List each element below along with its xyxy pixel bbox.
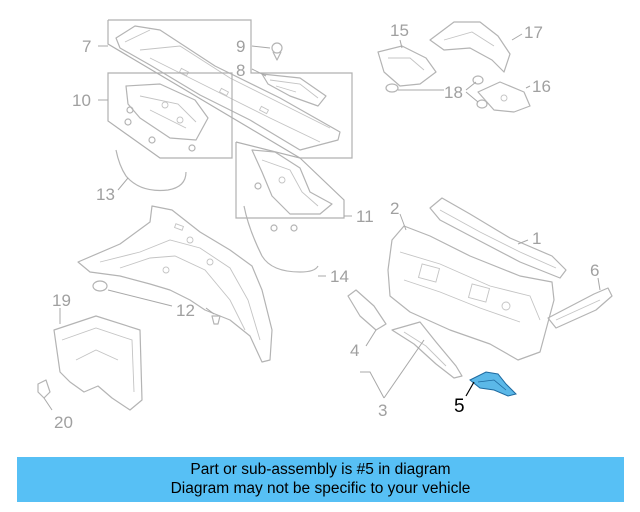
info-banner: Part or sub-assembly is #5 in diagram Di… (17, 457, 624, 502)
cowl-bracket-11 (251, 149, 333, 232)
group-box-10 (107, 72, 233, 159)
callout-9: 9 (236, 37, 245, 56)
banner-line-part: Part or sub-assembly is #5 in diagram (190, 461, 451, 478)
cowl-grille-piece (261, 73, 327, 107)
callout-16: 16 (532, 77, 551, 96)
callout-7: 7 (82, 37, 91, 56)
callout-5: 5 (454, 396, 465, 417)
clip-9 (271, 42, 283, 61)
callout-17: 17 (524, 23, 543, 42)
highlighted-part-5 (469, 371, 517, 397)
group-box-7 (107, 19, 353, 159)
callout-11: 11 (356, 207, 374, 226)
callout-10: 10 (72, 91, 91, 110)
callout-20: 20 (54, 413, 73, 432)
bracket-17 (429, 21, 511, 73)
callout-3: 3 (378, 401, 387, 420)
dash-panel-insulator (77, 205, 273, 363)
callout-13: 13 (96, 185, 115, 204)
callout-15: 15 (390, 21, 409, 40)
callout-1: 1 (532, 229, 541, 248)
cowl-upper-panel-1 (429, 197, 567, 279)
callout-18: 18 (444, 83, 463, 102)
grommet-12 (92, 280, 221, 325)
callout-6: 6 (590, 261, 599, 280)
cowl-side-bracket (125, 83, 209, 141)
callout-14: 14 (330, 267, 349, 286)
bolt-set-10 (124, 106, 196, 152)
parts-diagram: 1 2 3 4 5 6 7 8 9 10 11 12 13 14 15 16 1… (37, 19, 613, 432)
callout-4: 4 (350, 341, 359, 360)
clip-20 (37, 379, 51, 399)
extension-6 (547, 287, 613, 329)
callout-2: 2 (390, 199, 399, 218)
reinforcement-3 (391, 321, 463, 379)
cowl-top-panel (115, 25, 341, 151)
cable-13 (115, 149, 187, 192)
bracket-15 (377, 45, 437, 87)
clips-18 (385, 75, 488, 109)
banner-line-disclaimer: Diagram may not be specific to your vehi… (170, 480, 471, 497)
cable-14 (243, 205, 319, 273)
leader-5 (465, 381, 475, 397)
dash-panel-2 (387, 225, 555, 361)
bracket-16 (477, 81, 531, 113)
callout-8: 8 (236, 61, 245, 80)
callout-19: 19 (52, 291, 71, 310)
group-box-11 (235, 141, 345, 219)
callout-12: 12 (176, 301, 195, 320)
reinforcement-4 (347, 289, 387, 331)
heat-shield-19 (53, 315, 143, 411)
